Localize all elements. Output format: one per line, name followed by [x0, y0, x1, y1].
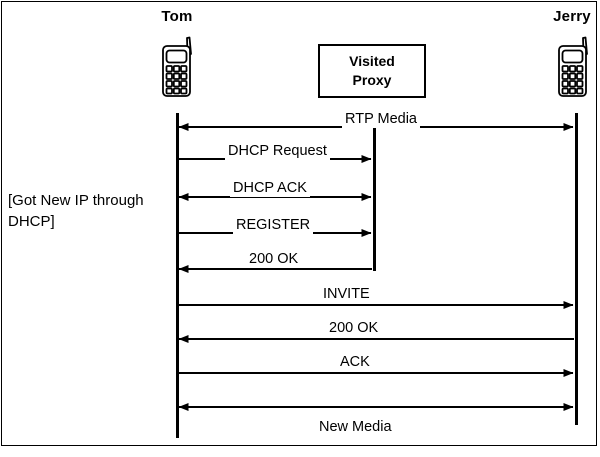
message-label-invite: INVITE — [320, 286, 373, 303]
proxy-label-line1: Visited — [349, 53, 395, 69]
actor-label-tom: Tom — [161, 8, 193, 25]
actor-label-jerry: Jerry — [553, 8, 591, 25]
diagram-border — [1, 1, 597, 446]
note-line-2: DHCP] — [8, 213, 55, 230]
message-label-dhcp-ack: DHCP ACK — [230, 180, 310, 197]
message-label-200-ok-jerry: 200 OK — [326, 320, 382, 337]
message-label-rtp-media: RTP Media — [342, 111, 420, 128]
message-label-ack: ACK — [337, 354, 373, 371]
visited-proxy-box: Visited Proxy — [318, 44, 426, 98]
proxy-label-line2: Proxy — [352, 72, 392, 88]
lifeline-proxy — [373, 125, 376, 271]
message-label-200-ok-proxy: 200 OK — [246, 251, 302, 268]
message-label-register: REGISTER — [233, 217, 314, 234]
lifeline-tom — [176, 113, 179, 438]
note-got-new-ip: [Got New IP through DHCP] — [8, 190, 183, 232]
mobile-phone-icon-jerry — [558, 36, 588, 97]
message-label-new-media: New Media — [316, 419, 395, 436]
mobile-phone-icon-tom — [162, 36, 192, 97]
message-label-dhcp-request: DHCP Request — [225, 143, 330, 160]
lifeline-jerry — [575, 113, 578, 425]
note-line-1: [Got New IP through — [8, 192, 144, 209]
